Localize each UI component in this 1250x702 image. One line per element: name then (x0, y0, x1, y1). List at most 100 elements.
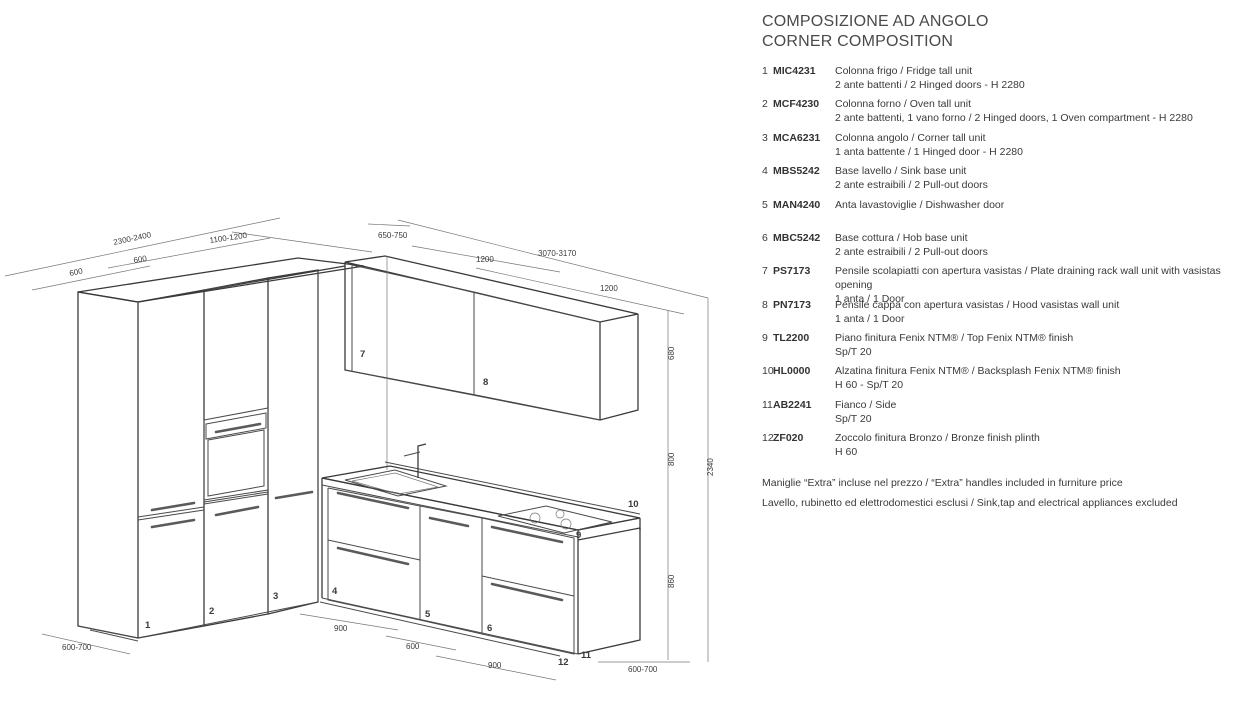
note-handles: Maniglie “Extra” incluse nel prezzo / “E… (762, 477, 1123, 489)
item-description-line1: Pensile cappa con apertura vasistas / Ho… (835, 299, 1120, 311)
dim-2340: 2340 (706, 458, 715, 476)
item-description-line2: H 60 (835, 446, 858, 458)
tall-units (77, 257, 365, 642)
item-index: 1 (762, 65, 768, 77)
dim-900-a: 900 (334, 624, 348, 633)
label-12: 12 (558, 657, 569, 668)
label-1: 1 (145, 620, 151, 631)
item-code: MIC4231 (773, 65, 816, 77)
dim-800: 800 (667, 452, 676, 466)
item-description-line1: Colonna angolo / Corner tall unit (835, 132, 986, 144)
label-3: 3 (273, 591, 278, 602)
item-code: MCA6231 (773, 132, 821, 144)
dim-650-750: 650-750 (378, 231, 408, 240)
dim-600-a: 600 (69, 266, 84, 278)
item-index: 2 (762, 98, 768, 110)
dim-600-700-left: 600-700 (62, 643, 92, 652)
label-9: 9 (576, 530, 581, 541)
item-code: MBC5242 (773, 232, 821, 244)
dimension-texts: 2300-2400 1100-1200 650-750 600 600 1200… (62, 230, 715, 674)
item-index: 10 (762, 365, 774, 377)
label-8: 8 (483, 377, 488, 388)
item-description-line2: 1 anta battente / 1 Hinged door - H 2280 (835, 146, 1023, 158)
list-item: 5 MAN4240 Anta lavastoviglie / Dishwasher … (762, 198, 1242, 212)
label-10: 10 (628, 499, 639, 510)
item-description-line1: Base lavello / Sink base unit (835, 165, 967, 177)
item-index: 6 (762, 232, 768, 244)
list-item: 7 PS7173 Pensile scolapiatti con apertura … (762, 264, 1242, 306)
dim-1200-b: 1200 (600, 284, 618, 293)
item-code: HL0000 (773, 365, 811, 377)
kitchen-composition-drawing: 2300-2400 1100-1200 650-750 600 600 1200… (4, 217, 715, 681)
wall-units (344, 255, 639, 470)
label-2: 2 (209, 606, 214, 617)
item-description: Zoccolo finitura Bronzo / Bronze finish … (835, 431, 1242, 459)
label-4: 4 (332, 586, 338, 597)
list-item: 3 MCA6231 Colonna angolo / Corner tall uni… (762, 131, 1242, 159)
dim-860: 860 (667, 574, 676, 588)
label-5: 5 (425, 609, 431, 620)
dim-1200-a: 1200 (476, 255, 494, 264)
page-title: COMPOSIZIONE AD ANGOLO CORNER COMPOSITIO… (762, 12, 1242, 52)
item-description-line2: 2 ante battenti, 1 vano forno / 2 Hinged… (835, 112, 1193, 124)
item-code: AB2241 (773, 399, 812, 411)
dim-2300-2400: 2300-2400 (113, 230, 153, 247)
note-excluded: Lavello, rubinetto ed elettrodomestici e… (762, 497, 1178, 509)
dim-680: 680 (667, 346, 676, 360)
item-index: 12 (762, 432, 774, 444)
item-description-line1: Zoccolo finitura Bronzo / Bronze finish … (835, 432, 1040, 444)
item-description-line2: Sp/T 20 (835, 413, 872, 425)
list-item: 8 PN7173 Pensile cappa con apertura vasist… (762, 298, 1242, 326)
item-description: Colonna angolo / Corner tall unit 1 anta … (835, 131, 1242, 159)
item-index: 7 (762, 265, 768, 277)
item-description: Colonna forno / Oven tall unit 2 ante bat… (835, 97, 1242, 125)
dim-900-b: 900 (488, 661, 502, 670)
item-index: 3 (762, 132, 768, 144)
item-code: MCF4230 (773, 98, 820, 110)
item-code: ZF020 (773, 432, 804, 444)
item-index: 8 (762, 299, 768, 311)
item-description: Base cottura / Hob base unit 2 ante estra… (835, 231, 1242, 259)
item-description-line1: Colonna frigo / Fridge tall unit (835, 65, 973, 77)
dim-600-c: 600 (406, 642, 420, 651)
item-code: TL2200 (773, 332, 810, 344)
item-description-line2: 2 ante estraibili / 2 Pull-out doors (835, 179, 988, 191)
item-description-line2: 1 anta / 1 Door (835, 313, 905, 325)
item-code: PS7173 (773, 265, 811, 277)
item-description-line1: Alzatina finitura Fenix NTM® / Backsplas… (835, 365, 1121, 377)
item-description-line1: Fianco / Side (835, 399, 897, 411)
item-description: Pensile cappa con apertura vasistas / Ho… (835, 298, 1242, 326)
item-code: PN7173 (773, 299, 811, 311)
dim-600-b: 600 (133, 254, 148, 265)
item-description: Piano finitura Fenix NTM® / Top Fenix NT… (835, 331, 1242, 359)
item-description: Alzatina finitura Fenix NTM® / Backsplas… (835, 364, 1242, 392)
item-index: 5 (762, 199, 768, 211)
title-italian: COMPOSIZIONE AD ANGOLO (762, 13, 989, 30)
list-item: 1 MIC4231 Colonna frigo / Fridge tall unit… (762, 64, 1242, 92)
item-number-labels: 1 2 3 4 5 6 7 8 9 10 11 12 (145, 349, 639, 668)
item-description-line1: Base cottura / Hob base unit (835, 232, 968, 244)
item-description-line1: Anta lavastoviglie / Dishwasher door (835, 199, 1005, 211)
base-units (319, 443, 641, 657)
item-code: MAN4240 (773, 199, 821, 211)
item-description-line2: 2 ante estraibili / 2 Pull-out doors (835, 246, 988, 258)
dimension-lines (4, 217, 709, 681)
item-description-line1: Pensile scolapiatti con apertura vasista… (835, 265, 1221, 291)
item-description-line2: H 60 - Sp/T 20 (835, 379, 904, 391)
label-11: 11 (581, 650, 592, 661)
label-6: 6 (487, 623, 492, 634)
item-index: 11 (762, 399, 773, 411)
item-code: MBS5242 (773, 165, 820, 177)
item-description: Pensile scolapiatti con apertura vasista… (835, 264, 1242, 306)
item-description-line1: Colonna forno / Oven tall unit (835, 98, 971, 110)
item-index: 4 (762, 165, 768, 177)
title-english: CORNER COMPOSITION (762, 33, 954, 50)
item-description-line2: Sp/T 20 (835, 346, 872, 358)
item-description-line1: Piano finitura Fenix NTM® / Top Fenix NT… (835, 332, 1074, 344)
